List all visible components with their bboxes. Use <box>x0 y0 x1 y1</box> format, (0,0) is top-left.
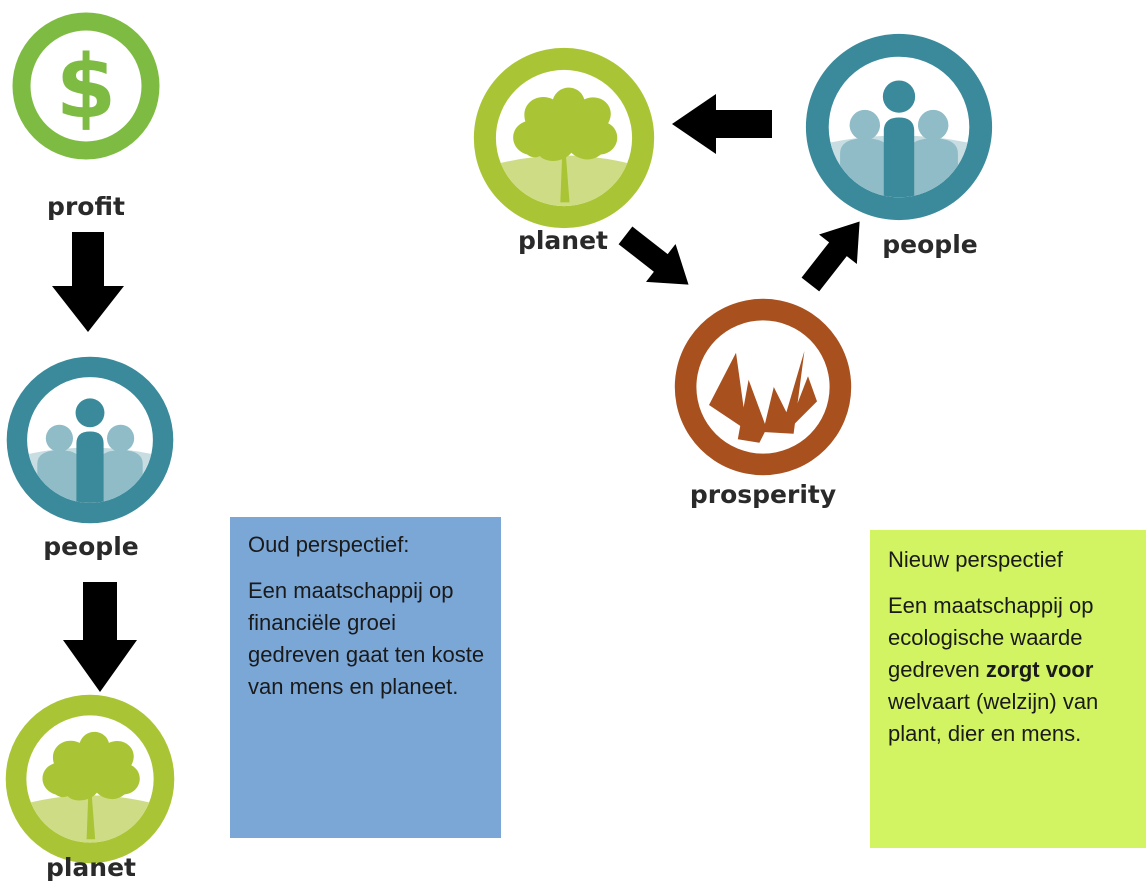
planet-label: planet <box>517 226 609 255</box>
planet-label: planet <box>45 853 137 882</box>
people-icon <box>5 355 175 525</box>
up-right-arrow-icon <box>791 206 879 300</box>
old-perspective-body: Een maatschappij op financiële groei ged… <box>248 578 485 699</box>
profit-icon <box>11 11 161 161</box>
planet-icon <box>472 46 656 230</box>
new-perspective-title: Nieuw perspectief <box>888 547 1063 572</box>
people-icon <box>804 32 994 222</box>
body-text: Een maatschappij op ecologische waarde g… <box>888 593 1094 682</box>
down-arrow-icon <box>52 232 124 332</box>
prosperity-icon <box>673 297 853 477</box>
people-label: people <box>43 532 139 561</box>
body-text: welvaart (welzijn) van plant, dier en me… <box>888 689 1099 746</box>
new-perspective-box: Nieuw perspectief Een maatschappij op ec… <box>870 530 1146 848</box>
left-arrow-icon <box>672 94 772 154</box>
old-perspective-title: Oud perspectief: <box>248 532 410 557</box>
people-label: people <box>882 230 978 259</box>
old-perspective-box: Oud perspectief: Een maatschappij op fin… <box>230 517 501 838</box>
down-arrow-icon <box>63 582 137 692</box>
body-bold-text: zorgt voor <box>985 657 1094 682</box>
down-right-arrow-icon <box>612 220 702 300</box>
prosperity-label: prosperity <box>689 480 837 509</box>
new-perspective-body: Een maatschappij op ecologische waarde g… <box>888 590 1136 750</box>
profit-label: profit <box>47 192 125 221</box>
planet-icon <box>4 693 176 865</box>
